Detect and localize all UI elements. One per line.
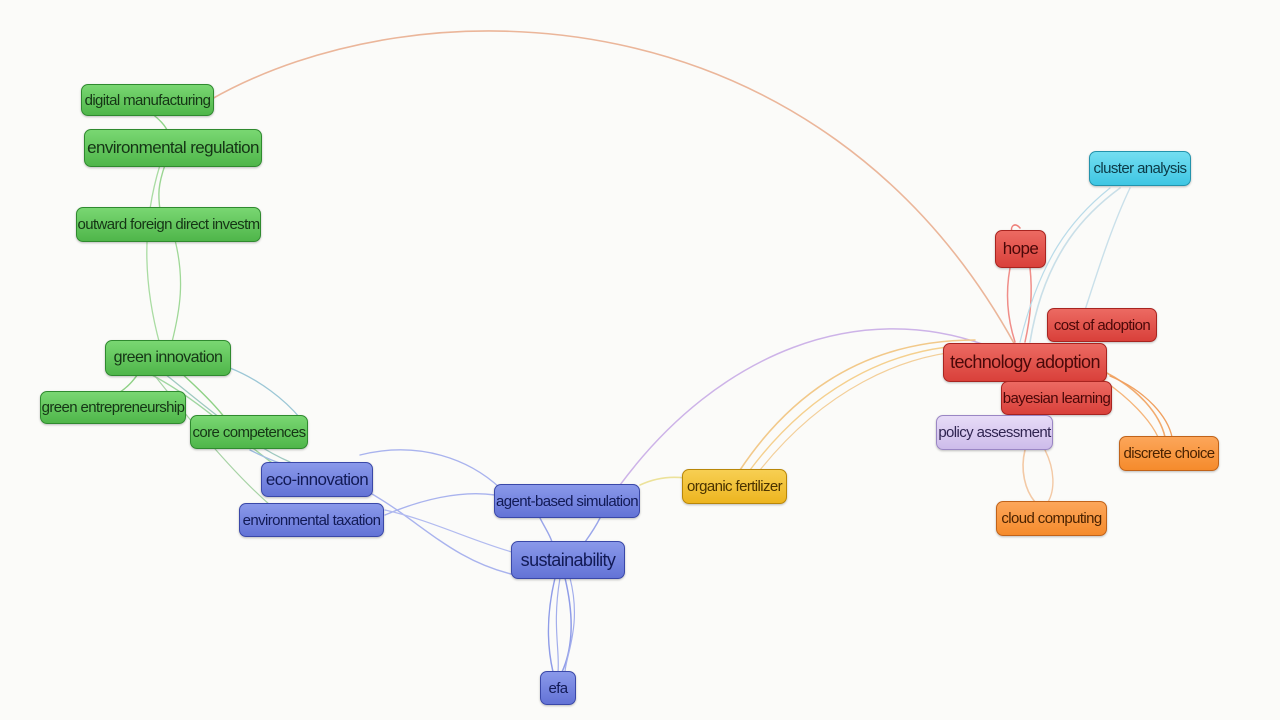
link-hope-techadopt <box>1006 267 1016 343</box>
link-eco-sust <box>364 489 516 576</box>
link-policy-cloud-2 <box>1044 449 1054 503</box>
link-abs-sust2 <box>584 517 601 543</box>
node-organic-fertilizer[interactable]: organic fertilizer <box>682 469 787 504</box>
node-discrete-choice[interactable]: discrete choice <box>1119 436 1219 471</box>
link-policy-cloud <box>1022 449 1036 503</box>
link-envreg-techadopt <box>209 30 1016 346</box>
link-sust-efa-2 <box>561 577 572 673</box>
node-environmental-regulation[interactable]: environmental regulation <box>84 129 262 167</box>
node-outward-foreign-direct-investment[interactable]: outward foreign direct investm <box>76 207 261 242</box>
node-green-innovation[interactable]: green innovation <box>105 340 231 376</box>
node-cost-of-adoption[interactable]: cost of adoption <box>1047 308 1157 342</box>
node-cluster-analysis[interactable]: cluster analysis <box>1089 151 1191 186</box>
node-digital-manufacturing[interactable]: digital manufacturing <box>81 84 214 116</box>
node-agent-based-simulation[interactable]: agent-based simulation <box>494 484 640 518</box>
link-green-core2 <box>229 367 301 419</box>
node-technology-adoption[interactable]: technology adoption <box>943 343 1107 382</box>
link-abs-organic <box>639 476 686 486</box>
node-core-competences[interactable]: core competences <box>190 415 308 449</box>
link-cluster-techadopt-2 <box>1084 187 1131 311</box>
link-sust-efa-3 <box>555 577 561 673</box>
node-sustainability[interactable]: sustainability <box>511 541 625 579</box>
link-envtax-sust <box>384 509 513 553</box>
link-abs-techadopt <box>619 328 986 486</box>
link-organic-techadopt <box>739 339 976 471</box>
link-ofdi-green <box>171 239 182 343</box>
node-cloud-computing[interactable]: cloud computing <box>996 501 1107 536</box>
node-eco-innovation[interactable]: eco-innovation <box>261 462 373 497</box>
link-green-core <box>179 371 226 419</box>
link-envreg-green <box>146 164 161 346</box>
link-techadopt-discrete-3 <box>1109 375 1173 438</box>
node-green-entrepreneurship[interactable]: green entrepreneurship <box>40 391 186 424</box>
node-policy-assessment[interactable]: policy assessment <box>936 415 1053 450</box>
link-envtax-abs <box>384 493 496 516</box>
link-techadopt-discrete <box>1104 371 1166 438</box>
node-hope[interactable]: hope <box>995 230 1046 268</box>
node-bayesian-learning[interactable]: bayesian learning <box>1001 381 1112 415</box>
link-abs-sust <box>539 517 553 543</box>
link-cluster-techadopt-3 <box>1019 187 1111 343</box>
link-sust-efa-1 <box>547 577 556 673</box>
node-efa[interactable]: efa <box>540 671 576 705</box>
link-envreg-ofdi <box>158 164 166 211</box>
link-eco-abs <box>359 449 501 489</box>
link-cluster-techadopt <box>1029 187 1121 343</box>
node-environmental-taxation[interactable]: environmental taxation <box>239 503 384 537</box>
link-sust-efa-4 <box>564 577 576 673</box>
